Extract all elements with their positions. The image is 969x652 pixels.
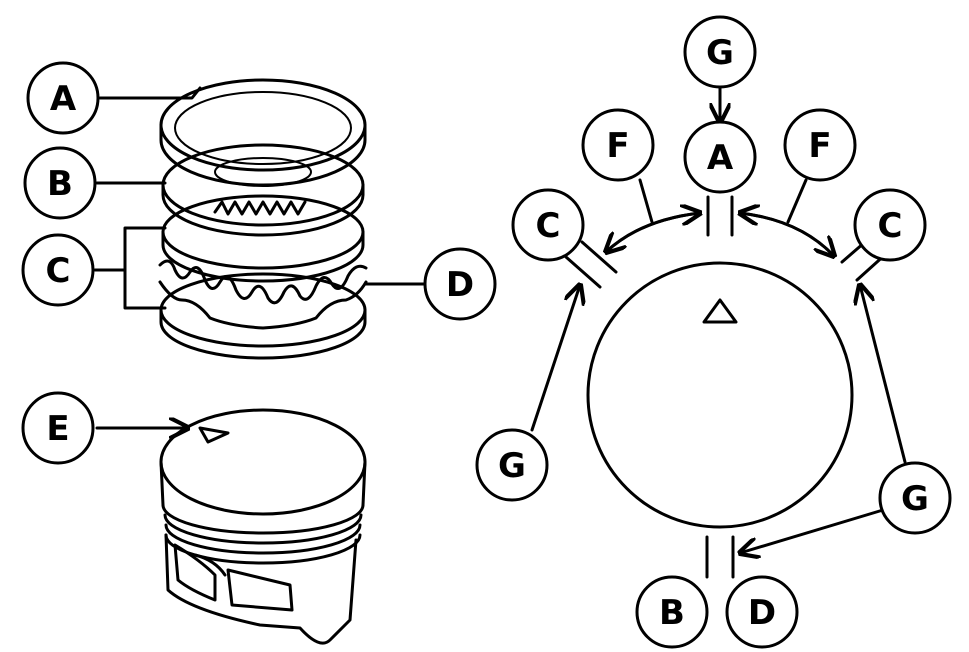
left-callout-B: B xyxy=(23,146,97,220)
left-callout-D: D xyxy=(423,247,497,321)
right-callout-G-top: G xyxy=(683,15,757,89)
gap-marks xyxy=(564,195,889,579)
right-callout-A: A xyxy=(683,120,757,194)
svg-text:F: F xyxy=(606,126,629,166)
piston xyxy=(159,408,367,645)
svg-text:G: G xyxy=(901,479,929,519)
svg-text:G: G xyxy=(498,446,526,486)
left-callout-A: A xyxy=(26,61,100,135)
right-leaders xyxy=(530,85,907,553)
svg-text:C: C xyxy=(536,206,561,246)
svg-text:A: A xyxy=(50,79,77,119)
svg-text:D: D xyxy=(446,265,474,305)
right-callout-G-right: G xyxy=(878,461,952,535)
left-callout-E: E xyxy=(21,391,95,465)
piston-top-circle xyxy=(586,261,854,529)
left-callout-C: C xyxy=(21,233,95,307)
right-callout-F-left: F xyxy=(581,108,655,182)
svg-text:C: C xyxy=(878,206,903,246)
svg-text:C: C xyxy=(46,251,71,291)
left-leaders xyxy=(93,86,427,428)
f-arcs xyxy=(606,213,834,256)
svg-text:F: F xyxy=(808,126,831,166)
svg-text:B: B xyxy=(47,164,73,204)
right-callout-C-right: C xyxy=(853,188,927,262)
svg-text:A: A xyxy=(707,138,734,178)
right-callout-F-right: F xyxy=(783,108,857,182)
svg-text:E: E xyxy=(46,409,69,449)
svg-text:D: D xyxy=(748,593,776,633)
right-callout-D: D xyxy=(725,575,799,649)
right-callout-B: B xyxy=(635,575,709,649)
piston-ring-set xyxy=(158,78,368,360)
svg-text:G: G xyxy=(706,33,734,73)
right-callout-G-left: G xyxy=(475,428,549,502)
svg-text:B: B xyxy=(659,593,685,633)
right-callout-C-left: C xyxy=(511,188,585,262)
